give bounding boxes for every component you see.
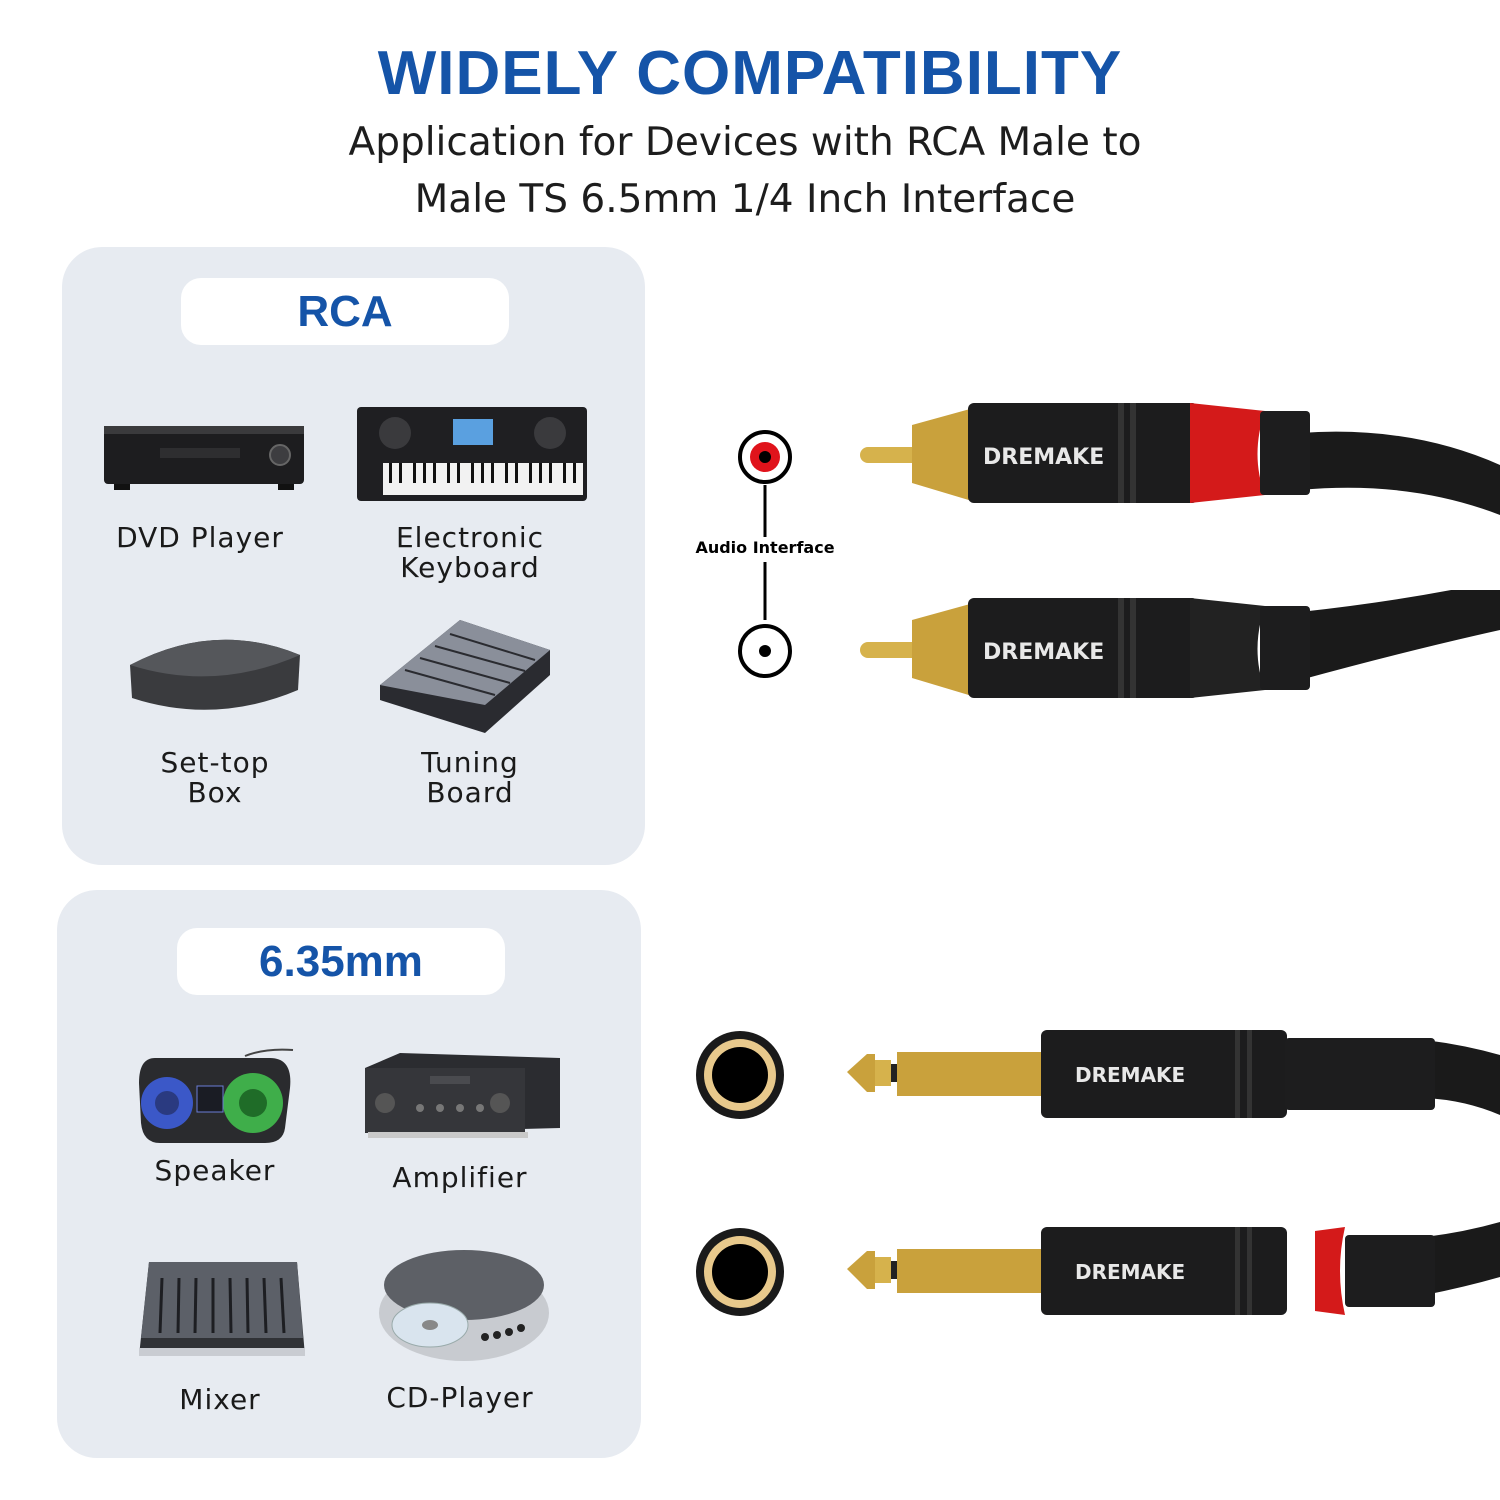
device-label-speaker: Speaker	[154, 1154, 276, 1187]
brand-logo-text: DREMAKE	[983, 445, 1104, 470]
device-label-amplifier: Amplifier	[392, 1161, 528, 1194]
device-label-dvd-player: DVD Player	[116, 521, 284, 554]
audio-interface-label: Audio Interface	[695, 538, 835, 557]
audio-interface-diagram	[738, 430, 792, 678]
dvd-player-icon	[104, 426, 304, 490]
ts-plug-black: DREMAKE	[847, 1030, 1500, 1118]
set-top-box-icon	[130, 639, 300, 710]
ts-plug-red: DREMAKE	[847, 1222, 1500, 1315]
rca-devices-panel	[62, 247, 645, 865]
brand-logo-text: DREMAKE	[983, 640, 1104, 665]
rca-plug-red: DREMAKE	[860, 403, 1500, 515]
page-title: WIDELY COMPATIBILITY	[377, 39, 1123, 108]
brand-logo-text: DREMAKE	[1075, 1260, 1185, 1284]
device-label-tuning-line-2: Board	[426, 776, 514, 809]
rca-plug-black: DREMAKE	[860, 590, 1500, 698]
cd-player-icon	[379, 1250, 549, 1361]
ts-label-pill: 6.35mm	[177, 928, 505, 995]
page-subtitle-line-1: Application for Devices with RCA Male to	[348, 120, 1142, 165]
device-label-cd-player: CD-Player	[386, 1381, 534, 1414]
speaker-icon	[139, 1048, 294, 1143]
amplifier-icon	[365, 1053, 560, 1138]
ts-jack-socket-1	[696, 1031, 784, 1119]
keyboard-icon	[357, 407, 587, 501]
device-label-keyboard-line-2: Keyboard	[400, 551, 540, 584]
device-label-tuning-line-1: Tuning	[421, 746, 519, 779]
rca-label-pill: RCA	[181, 278, 509, 345]
device-label-set-top-line-1: Set-top	[160, 746, 270, 779]
brand-logo-text: DREMAKE	[1075, 1063, 1185, 1087]
ts-jack-socket-2	[696, 1228, 784, 1316]
page-subtitle-line-2: Male TS 6.5mm 1/4 Inch Interface	[414, 177, 1076, 222]
device-label-mixer: Mixer	[179, 1383, 261, 1416]
device-label-set-top-line-2: Box	[187, 776, 243, 809]
mixing-console-icon	[380, 620, 550, 733]
device-label-keyboard-line-1: Electronic	[395, 521, 545, 554]
mixer-icon	[139, 1262, 305, 1356]
